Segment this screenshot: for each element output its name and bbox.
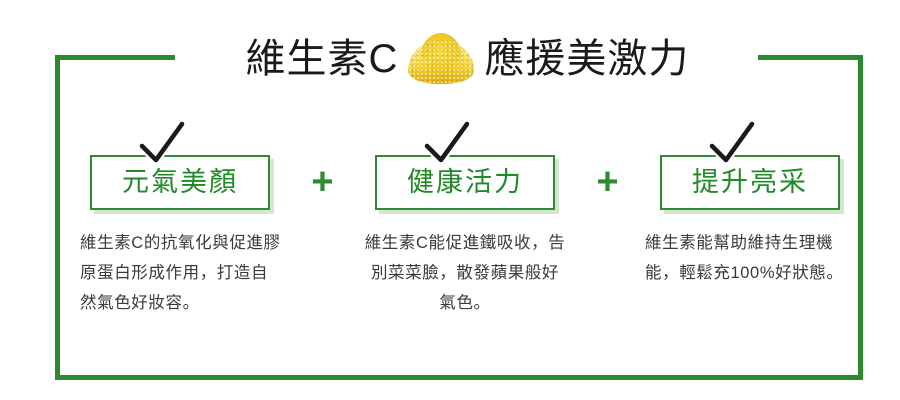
banner-headline: 維生素C 應援美激力 bbox=[175, 28, 760, 90]
feature-label-2: 健康活力 bbox=[407, 167, 523, 197]
frame-border-top-right bbox=[758, 55, 863, 60]
headline-text-right: 應援美激力 bbox=[484, 37, 690, 81]
feature-description-1: 維生素C的抗氧化與促進膠原蛋白形成作用，打造自然氣色好妝容。 bbox=[80, 234, 281, 312]
feature-label-3: 提升亮采 bbox=[692, 167, 808, 197]
frame-border-left bbox=[55, 55, 60, 380]
frame-border-bottom bbox=[55, 375, 863, 380]
feature-box-1[interactable]: 元氣美顏 bbox=[90, 155, 270, 210]
feature-label-1: 元氣美顏 bbox=[122, 167, 238, 197]
feature-block-2: 健康活力 bbox=[365, 120, 565, 210]
feature-block-1: 元氣美顏 bbox=[80, 120, 280, 210]
frame-border-top-left bbox=[55, 55, 175, 60]
feature-block-3: 提升亮采 bbox=[650, 120, 850, 210]
headline-text-left: 維生素C bbox=[245, 37, 399, 81]
feature-description-3: 維生素能幫助維持生理機能，輕鬆充100%好狀態。 bbox=[645, 234, 844, 282]
powder-grain-texture bbox=[408, 40, 475, 84]
plus-separator-1: + bbox=[311, 161, 334, 203]
feature-box-2[interactable]: 健康活力 bbox=[375, 155, 555, 210]
feature-description-2: 維生素C能促進鐵吸收，告別菜菜臉，散發蘋果般好氣色。 bbox=[364, 234, 566, 312]
feature-box-3[interactable]: 提升亮采 bbox=[660, 155, 840, 210]
vitamin-c-powder-icon bbox=[408, 32, 475, 86]
feature-boxes-row: 元氣美顏 + 健康活力 + 提升亮采 bbox=[80, 120, 850, 210]
feature-descriptions-row: 維生素C的抗氧化與促進膠原蛋白形成作用，打造自然氣色好妝容。 維生素C能促進鐵吸… bbox=[80, 228, 850, 338]
frame-border-right bbox=[858, 55, 863, 380]
plus-separator-2: + bbox=[596, 161, 619, 203]
